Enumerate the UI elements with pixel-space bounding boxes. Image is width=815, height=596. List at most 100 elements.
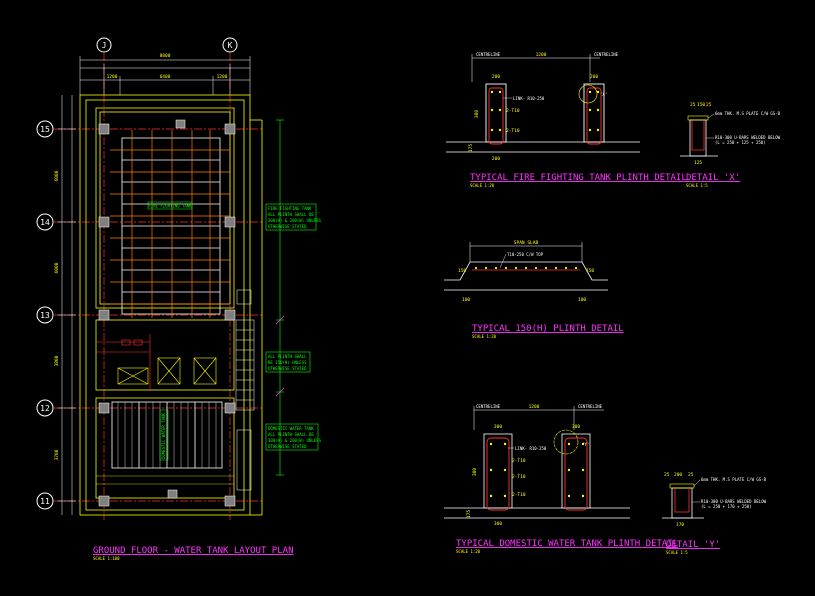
- plan-columns: [98, 119, 236, 507]
- plan-walls: [79, 94, 263, 516]
- plan-dim-left: 1200: [107, 74, 118, 80]
- detail-y-note-3: (L = 250 + 170 + 250): [701, 504, 752, 509]
- note-domestic-tank: DOMESTIC WATER TANK ALL PLINTH SHALL BE …: [265, 423, 322, 451]
- domestic-centreline-left: CENTRELINE: [476, 404, 501, 409]
- domestic-tank-tag: DOMESTIC WATER TANK: [161, 413, 166, 459]
- note-domestic-line-3: 300(H) & 200(W) UNLESS: [268, 438, 322, 443]
- fire-fighting-tank-plan: [121, 137, 221, 315]
- grid-bubble-k: K: [222, 37, 238, 53]
- fire-bar-bot: 2-T10: [506, 128, 520, 134]
- domestic-water-tank-plan: [111, 401, 223, 469]
- grid-label-14: 14: [40, 218, 50, 227]
- plan-dim-left-4: 3700: [54, 449, 60, 460]
- detail-x-note-2: R10-300 U-BARS WELDED BELOW: [715, 135, 781, 140]
- domestic-height: 300: [472, 468, 478, 476]
- fire-centreline-left: CENTRELINE: [476, 52, 501, 57]
- note-plinth-line-1: ALL PLINTH SHALL: [268, 354, 307, 359]
- plan-dim-right: 1200: [217, 74, 228, 80]
- detail-x-note-1: 6mm THK. M.S PLATE C/W GS-B: [715, 111, 781, 116]
- ground-floor-plan: J K 15 14 13 12 11: [36, 37, 322, 561]
- note-domestic-line-2: ALL PLINTH SHALL BE: [268, 432, 314, 437]
- note-fire-tank-line-2: ALL PLINTH SHALL BE: [268, 212, 314, 217]
- plinth-edge-left: 100: [462, 297, 470, 303]
- plan-bottom-dims: [96, 475, 234, 485]
- detail-x-dim-1: 25: [690, 102, 696, 108]
- plan-dim-left-2: 6000: [54, 262, 60, 273]
- domestic-plinth-title: TYPICAL DOMESTIC WATER TANK PLINTH DETAI…: [456, 539, 678, 549]
- fire-centreline-right: CENTRELINE: [594, 52, 619, 57]
- fire-width-right: 200: [590, 74, 598, 80]
- grid-bubble-14: 14: [36, 213, 54, 231]
- plinth-150-title: TYPICAL 150(H) PLINTH DETAIL: [472, 324, 624, 334]
- note-fire-tank: FIRE FIGHTING TANK ALL PLINTH SHALL BE 3…: [265, 203, 322, 231]
- note-plinth-line-2: BE 150(H) UNLESS: [268, 360, 307, 365]
- fire-callout: 'X': [600, 92, 607, 97]
- domestic-spacing: 1200: [529, 404, 540, 410]
- detail-y-dim-1: 25: [664, 472, 670, 478]
- domestic-width-left: 300: [494, 424, 502, 430]
- detail-y-title: DETAIL 'Y': [666, 540, 720, 550]
- domestic-callout-circle: [553, 429, 579, 455]
- domestic-cover: 175: [466, 510, 472, 518]
- detail-x-note-3: (L = 250 + 125 + 250): [715, 140, 766, 145]
- grid-bubble-j: J: [96, 37, 112, 53]
- fire-plinth-scale: SCALE 1:20: [470, 183, 495, 188]
- note-fire-tank-line-3: 300(H) & 200(W) UNLESS: [268, 218, 322, 223]
- note-fire-tank-line-4: OTHERWISE STATED: [268, 224, 307, 229]
- grid-bubble-13: 13: [36, 306, 54, 324]
- grid-label-11: 11: [40, 497, 50, 506]
- domestic-centreline-right: CENTRELINE: [578, 404, 603, 409]
- plan-title: GROUND FLOOR - WATER TANK LAYOUT PLAN: [93, 546, 293, 556]
- domestic-bottom-dim: 300: [494, 521, 502, 527]
- plan-scale: SCALE 1:100: [93, 556, 120, 561]
- grid-bubble-15: 15: [36, 120, 54, 138]
- domestic-width-right: 300: [572, 424, 580, 430]
- pump-area-pipes: [96, 334, 151, 390]
- grid-bubble-11: 11: [36, 492, 54, 510]
- grid-label-12: 12: [40, 404, 50, 413]
- plan-top-dimensions: [79, 56, 251, 95]
- domestic-callout: 'Y': [582, 442, 589, 447]
- note-domestic-line-4: OTHERWISE STATED: [268, 444, 307, 449]
- grid-label-13: 13: [40, 311, 50, 320]
- grid-label-15: 15: [40, 125, 50, 134]
- detail-y-dim-3: 25: [688, 472, 694, 478]
- plan-dim-left-1: 6000: [54, 170, 60, 181]
- detail-x-side: 125: [694, 160, 702, 166]
- domestic-bar-top: 2-T10: [512, 458, 526, 464]
- detail-x-dim-2: 150: [697, 102, 705, 108]
- detail-y-side: 170: [676, 522, 684, 528]
- fire-bottom-dim: 200: [492, 156, 500, 162]
- plan-dim-overall: 8800: [160, 53, 171, 59]
- detail-x-dim-3: 25: [706, 102, 712, 108]
- fire-plinth-detail: CENTRELINE 1200 CENTRELINE 'X' 200 200: [446, 52, 687, 188]
- plinth-span: SPAN SLAB: [514, 240, 539, 246]
- detail-x-scale: SCALE 1:5: [686, 183, 708, 188]
- plinth-height: 150: [458, 268, 466, 274]
- detail-y-note-1: 6mm THK. M.S PLATE C/W GS-B: [701, 477, 767, 482]
- plan-stair: [235, 289, 255, 491]
- pump-area: [117, 357, 217, 385]
- plan-dim-left-3: 3800: [54, 355, 60, 366]
- fire-tank-tag-box: [147, 201, 193, 210]
- grid-label-j: J: [102, 41, 107, 50]
- domestic-plinth-detail: CENTRELINE 1200 CENTRELINE 'Y' 300 300 3…: [444, 404, 678, 554]
- fire-plinth-title: TYPICAL FIRE FIGHTING TANK PLINTH DETAIL: [470, 173, 687, 183]
- plinth-edge-right: 100: [578, 297, 586, 303]
- fire-bar-top: 2-T10: [506, 108, 520, 114]
- plan-left-dimensions: [58, 95, 76, 515]
- plinth-150-scale: SCALE 1:20: [472, 334, 497, 339]
- plinth-height-right: 150: [586, 268, 594, 274]
- fire-spacing: 1200: [536, 52, 547, 58]
- domestic-plinth-scale: SCALE 1:20: [456, 549, 481, 554]
- domestic-bar-note: LINK- R10-250: [515, 446, 547, 451]
- domestic-tank-tag-box: [159, 409, 169, 461]
- detail-x: 25 150 25 125 6mm THK. M.S PLATE C/W GS-…: [680, 102, 781, 188]
- plinth-bar-note: T10-250 C/W TOP: [507, 252, 544, 257]
- detail-x-title: DETAIL 'X': [686, 173, 740, 183]
- plan-right-leaders: [276, 119, 284, 476]
- fire-width-left: 200: [492, 74, 500, 80]
- plan-right-ticks: [275, 315, 285, 397]
- fire-tank-plinths: [110, 130, 230, 318]
